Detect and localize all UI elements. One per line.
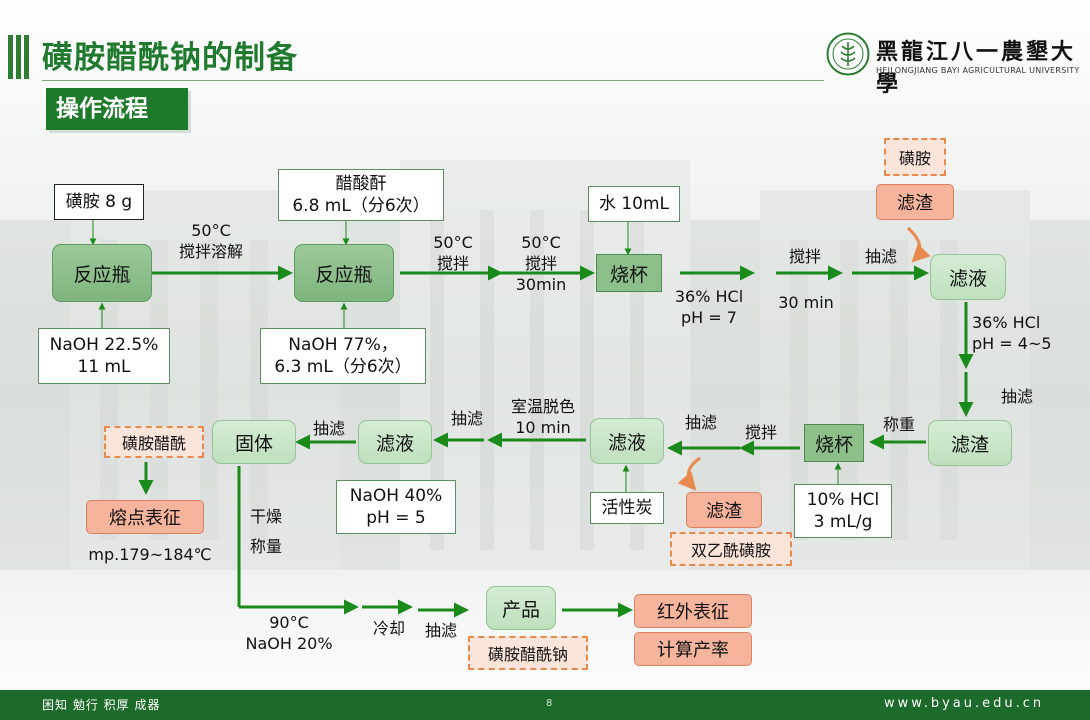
stir2-label: 搅拌 <box>744 423 777 442</box>
mp-value: mp.179~184℃ <box>88 545 212 564</box>
hcl36-2-label: 36% HCl pH = 4~5 <box>972 312 1062 354</box>
stir30-top: 搅拌 <box>788 247 821 266</box>
mp-characterization-box: 熔点表征 <box>86 500 204 534</box>
filtrate-mid: 滤液 <box>590 418 664 464</box>
suction2-label: 抽滤 <box>1000 387 1033 406</box>
university-logo-english: HEILONGJIANG BAYI AGRICULTURAL UNIVERSIT… <box>876 66 1080 75</box>
step3-label: 50°C 搅拌 30min <box>506 232 576 295</box>
footer-bar <box>0 690 1090 720</box>
step1-label: 50°C 搅拌溶解 <box>166 220 256 262</box>
university-logo-text: 黑龍江八一農墾大學 <box>876 39 1077 97</box>
step2-label: 50°C 搅拌 <box>418 232 488 274</box>
sulfa-recovered-box: 磺胺 <box>884 138 946 176</box>
reactor-1: 反应瓶 <box>52 244 152 302</box>
charcoal-box: 活性炭 <box>590 492 664 524</box>
filtrate-left: 滤液 <box>358 420 432 464</box>
step3-action: 搅拌 <box>524 254 557 273</box>
suction-solid-label: 抽滤 <box>312 419 345 438</box>
step4-label: 90°C NaOH 20% <box>234 612 344 654</box>
slide-title: 磺胺醋酰钠的制备 <box>42 40 298 76</box>
acetic-anhydride-box: 醋酸酐 6.8 mL（分6次） <box>278 169 444 221</box>
hcl36-conc: 36% HCl <box>674 287 744 306</box>
university-seal-icon <box>826 32 870 76</box>
solid-node: 固体 <box>212 420 296 464</box>
hcl10-line2: 3 mL/g <box>813 512 873 532</box>
naoh40-line1: NaOH 40% <box>349 486 443 506</box>
product-node: 产品 <box>486 586 556 630</box>
hcl36-label: 36% HCl pH = 7 <box>664 286 754 328</box>
step3-temp: 50°C <box>521 233 561 252</box>
suction1-label: 抽滤 <box>864 247 897 266</box>
footer-url[interactable]: www.byau.edu.cn <box>884 696 1045 711</box>
naoh-77-line1: NaOH 77%， <box>288 335 398 355</box>
header-stripe <box>16 35 21 79</box>
hcl10-line1: 10% HCl <box>806 490 880 510</box>
footer-motto: 困知 勉行 积厚 成器 <box>42 698 161 712</box>
hcl36-2-ph: pH = 4~5 <box>972 334 1052 353</box>
header-stripe <box>8 35 13 79</box>
step1-temp: 50°C <box>191 221 231 240</box>
hcl10-box: 10% HCl 3 mL/g <box>794 484 892 538</box>
suction3-label: 抽滤 <box>684 413 717 432</box>
page-number: 8 <box>546 698 553 709</box>
step2-action: 搅拌 <box>436 254 469 273</box>
weigh1-label: 称重 <box>882 415 915 434</box>
header-stripe <box>24 35 29 79</box>
filtrate-right: 滤液 <box>930 254 1006 300</box>
dry-label: 干燥 <box>249 507 282 526</box>
cool-label: 冷却 <box>372 619 405 638</box>
weigh2-label: 称量 <box>249 537 282 556</box>
hcl36-2-conc: 36% HCl <box>972 313 1041 332</box>
reactor-2: 反应瓶 <box>294 244 394 302</box>
step4-temp: 90°C <box>269 613 309 632</box>
decolor-action: 室温脱色 <box>510 397 575 416</box>
sulfacetamide-box: 磺胺醋酰 <box>104 426 204 458</box>
section-heading: 操作流程 <box>46 88 188 130</box>
stir30-bottom: 30 min <box>778 293 834 312</box>
residue-right: 滤渣 <box>928 420 1012 466</box>
residue-top: 滤渣 <box>876 184 954 220</box>
ir-characterization-box: 红外表征 <box>634 594 752 628</box>
naoh-77-line2: 6.3 mL（分6次） <box>274 357 412 377</box>
hcl36-ph: pH = 7 <box>681 308 737 327</box>
step2-temp: 50°C <box>433 233 473 252</box>
ac2o-line2: 6.8 mL（分6次） <box>292 196 430 216</box>
decolor-label: 室温脱色 10 min <box>496 396 590 438</box>
sodium-salt-box: 磺胺醋酰钠 <box>468 636 588 670</box>
naoh40-line2: pH = 5 <box>366 508 426 528</box>
suction5-label: 抽滤 <box>424 621 457 640</box>
yield-calculation-box: 计算产率 <box>634 632 752 666</box>
decolor-time: 10 min <box>515 418 571 437</box>
campus-building-watermark <box>0 160 1090 570</box>
suction4-label: 抽滤 <box>450 409 483 428</box>
ac2o-line1: 醋酸酐 <box>335 174 387 194</box>
naoh-77-box: NaOH 77%， 6.3 mL（分6次） <box>260 328 426 384</box>
naoh-22-line1: NaOH 22.5% <box>49 335 159 355</box>
title-underline <box>42 80 824 81</box>
naoh40-box: NaOH 40% pH = 5 <box>336 480 456 534</box>
naoh-22-box: NaOH 22.5% 11 mL <box>38 328 170 384</box>
step4-reagent: NaOH 20% <box>245 634 333 653</box>
beaker-2: 烧杯 <box>804 424 864 462</box>
residue-mid: 滤渣 <box>686 492 762 528</box>
water-box: 水 10mL <box>588 186 680 222</box>
beaker-1: 烧杯 <box>596 254 662 292</box>
sulfa-8g-box: 磺胺 8 g <box>54 184 144 220</box>
naoh-22-line2: 11 mL <box>77 357 131 377</box>
diacetyl-sulfa-box: 双乙酰磺胺 <box>670 532 792 566</box>
step1-action: 搅拌溶解 <box>178 242 243 261</box>
step3-time: 30min <box>515 275 567 294</box>
